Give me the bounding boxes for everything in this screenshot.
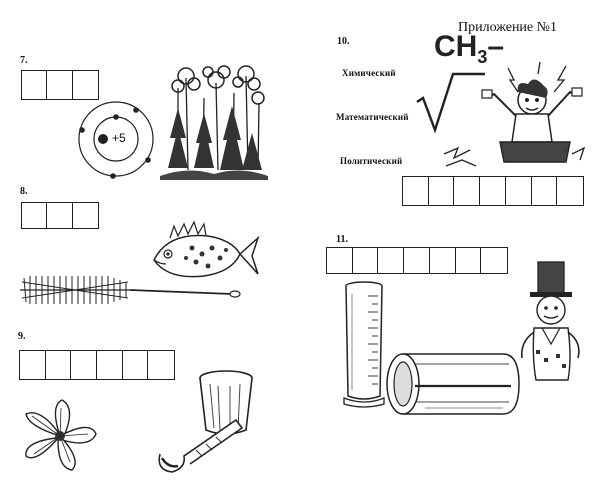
answer-cell[interactable] [22,203,48,228]
brush-icon [20,276,241,304]
question-11-number: 11. [336,234,348,245]
answer-cell[interactable] [71,351,98,379]
square-root-icon [416,72,485,134]
tube-icon [386,353,520,415]
answer-cell[interactable] [97,351,123,379]
question-8-answer-grid[interactable] [21,202,99,229]
answer-cell[interactable] [404,248,430,273]
answer-cell[interactable] [506,177,532,205]
measuring-cylinder-icon [343,281,385,408]
atom-charge-label: +5 [112,131,126,145]
appendix-title: Приложение №1 [458,20,557,35]
mortar-pestle-icon [158,370,253,473]
answer-cell[interactable] [327,248,353,273]
answer-cell[interactable] [73,203,98,228]
formula-base: CH [434,30,478,63]
answer-cell[interactable] [481,248,507,273]
label-political: Политический [340,156,403,166]
answer-cell[interactable] [557,177,583,205]
fish-icon [153,220,260,278]
answer-cell[interactable] [47,71,73,99]
answer-cell[interactable] [454,177,481,205]
question-7-number: 7. [20,55,28,66]
chemical-formula: CH3– [434,30,505,67]
angry-man-icon [443,61,586,167]
answer-cell[interactable] [46,351,72,379]
top-hat-man-icon [520,261,580,381]
answer-cell[interactable] [47,203,73,228]
answer-cell[interactable] [456,248,482,273]
answer-cell[interactable] [73,71,98,99]
answer-cell[interactable] [480,177,506,205]
answer-cell[interactable] [353,248,379,273]
question-10-number: 10. [337,36,350,47]
question-11-answer-grid[interactable] [326,247,508,274]
question-10-answer-grid[interactable] [402,176,584,206]
label-mathematical: Математический [336,112,409,122]
answer-cell[interactable] [403,177,429,205]
flower-icon [25,399,97,471]
answer-cell[interactable] [22,71,48,99]
answer-cell[interactable] [429,177,455,205]
question-7-answer-grid[interactable] [21,70,99,100]
answer-cell[interactable] [532,177,558,205]
question-9-answer-grid[interactable] [19,350,175,380]
label-chemical: Химический [342,68,396,78]
answer-cell[interactable] [123,351,149,379]
question-8-number: 8. [20,186,28,197]
formula-subscript: 3 [477,47,488,67]
answer-cell[interactable] [378,248,405,273]
question-9-number: 9. [18,331,26,342]
forest-icon [160,65,268,180]
answer-cell[interactable] [430,248,456,273]
atom-icon [78,101,154,179]
answer-cell[interactable] [20,351,46,379]
